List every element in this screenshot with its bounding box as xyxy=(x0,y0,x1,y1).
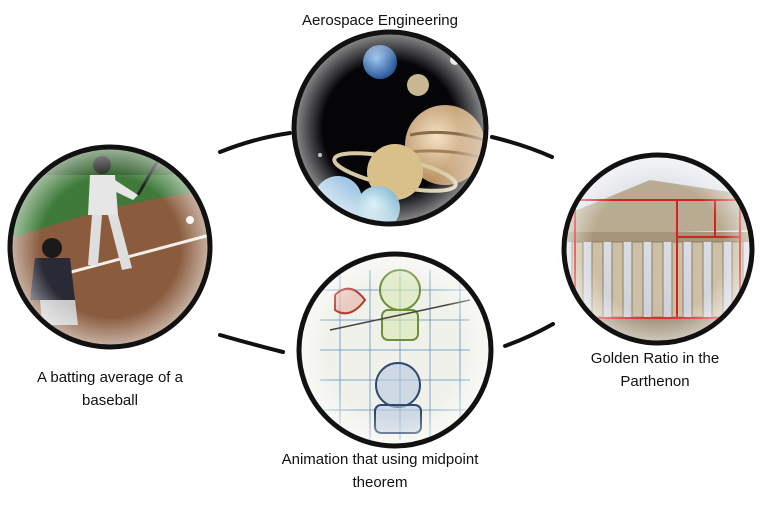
label-aerospace-engineering: Aerospace Engineering xyxy=(230,9,530,32)
label-golden-ratio: Golden Ratio in the Parthenon xyxy=(560,347,750,393)
label-line: Golden Ratio in the xyxy=(590,350,720,367)
label-line: Parthenon xyxy=(620,373,690,390)
label-animation-midpoint: Animation that using midpoint theorem xyxy=(250,448,510,494)
connector-arcs xyxy=(218,131,555,354)
label-line: A batting average of a xyxy=(37,369,183,386)
arc-top-right xyxy=(490,135,554,159)
solar-system-image xyxy=(291,29,489,227)
arc-bottom-right xyxy=(503,322,555,348)
animation-sketch-image xyxy=(296,251,494,449)
label-line: baseball xyxy=(82,392,138,409)
parthenon-image xyxy=(561,152,755,346)
arc-left-top xyxy=(218,131,292,154)
arc-left-bottom xyxy=(218,333,285,354)
label-line: theorem xyxy=(352,474,408,491)
label-line: Aerospace Engineering xyxy=(302,12,458,29)
label-line: Animation that using midpoint xyxy=(281,451,479,468)
label-batting-average: A batting average of a baseball xyxy=(10,366,210,412)
baseball-image xyxy=(7,144,213,350)
